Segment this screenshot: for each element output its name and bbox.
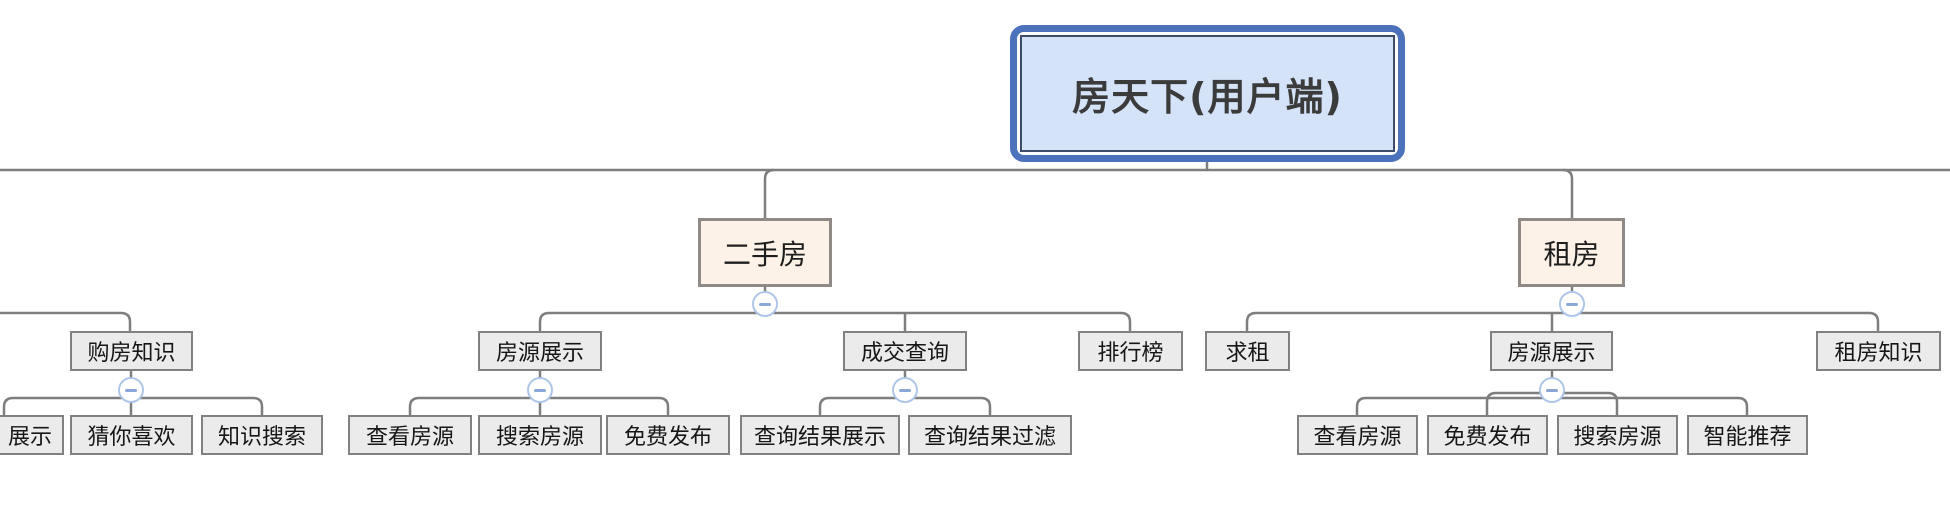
node-purchase-knowledge[interactable]: 购房知识	[70, 331, 193, 371]
branch-node-second-hand-house[interactable]: 二手房	[698, 218, 832, 287]
node-guess-you-like[interactable]: 猜你喜欢	[70, 415, 193, 455]
node-ranking[interactable]: 排行榜	[1078, 331, 1183, 371]
node-rent-knowledge[interactable]: 租房知识	[1816, 331, 1941, 371]
minus-icon	[1566, 302, 1578, 306]
node-search-listing-rent[interactable]: 搜索房源	[1557, 415, 1678, 455]
minus-icon	[125, 388, 137, 392]
node-listing-display-second-hand[interactable]: 房源展示	[478, 331, 602, 371]
minus-icon	[899, 388, 911, 392]
root-node-label: 房天下(用户端)	[1020, 35, 1395, 152]
node-view-listing-second-hand[interactable]: 查看房源	[348, 415, 472, 455]
elbow-renting	[1562, 168, 1574, 218]
node-query-result-filter[interactable]: 查询结果过滤	[908, 415, 1072, 455]
collapse-button-renting[interactable]	[1559, 291, 1585, 317]
collapse-button-second-hand[interactable]	[752, 291, 778, 317]
node-rent-seek[interactable]: 求租	[1205, 331, 1290, 371]
node-search-listing-second-hand[interactable]: 搜索房源	[478, 415, 602, 455]
collapse-button-listing-second-hand[interactable]	[527, 377, 553, 403]
collapse-button-listing-rent[interactable]	[1539, 377, 1565, 403]
elbow-clipped-branch	[0, 311, 132, 331]
node-query-result-display[interactable]: 查询结果展示	[740, 415, 900, 455]
minus-icon	[759, 302, 771, 306]
node-display-clipped[interactable]: 展示	[0, 415, 64, 455]
node-knowledge-search[interactable]: 知识搜索	[201, 415, 323, 455]
node-smart-recommend[interactable]: 智能推荐	[1687, 415, 1808, 455]
collapse-button-deal-query[interactable]	[892, 377, 918, 403]
minus-icon	[1546, 388, 1558, 392]
minus-icon	[534, 388, 546, 392]
trunk-second-hand-children	[538, 311, 1132, 331]
node-free-publish-rent[interactable]: 免费发布	[1427, 415, 1548, 455]
branch-node-renting[interactable]: 租房	[1518, 218, 1625, 287]
root-node[interactable]: 房天下(用户端)	[1010, 25, 1405, 162]
trunk-renting-children	[1245, 311, 1880, 331]
node-free-publish-second-hand[interactable]: 免费发布	[606, 415, 730, 455]
collapse-button-purchase-knowledge[interactable]	[118, 377, 144, 403]
node-view-listing-rent[interactable]: 查看房源	[1297, 415, 1418, 455]
elbow-second-hand	[763, 168, 775, 218]
node-deal-query[interactable]: 成交查询	[843, 331, 967, 371]
node-listing-display-rent[interactable]: 房源展示	[1490, 331, 1613, 371]
